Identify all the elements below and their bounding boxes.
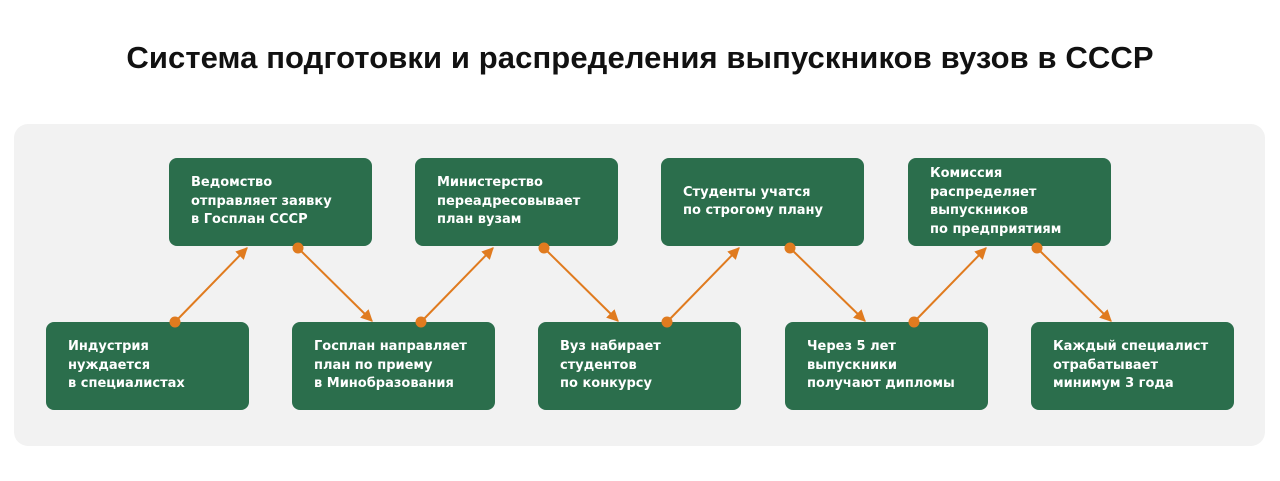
step-1-industry-needs: Индустрия нуждается в специалистах (46, 322, 249, 410)
step-3-gosplan-plan: Госплан направляет план по приему в Мино… (292, 322, 495, 410)
step-8-commission-assigns: Комиссия распределяет выпускников по пре… (908, 158, 1111, 246)
step-9-specialist-works: Каждый специалист отрабатывает минимум 3… (1031, 322, 1234, 410)
step-4-ministry-forwards: Министерство переадресовывает план вузам (415, 158, 618, 246)
step-2-agency-request: Ведомство отправляет заявку в Госплан СС… (169, 158, 372, 246)
step-5-university-admits: Вуз набирает студентов по конкурсу (538, 322, 741, 410)
step-7-graduates-diplomas: Через 5 лет выпускники получают дипломы (785, 322, 988, 410)
step-6-students-study: Студенты учатся по строгому плану (661, 158, 864, 246)
diagram-title: Система подготовки и распределения выпус… (126, 40, 1154, 75)
